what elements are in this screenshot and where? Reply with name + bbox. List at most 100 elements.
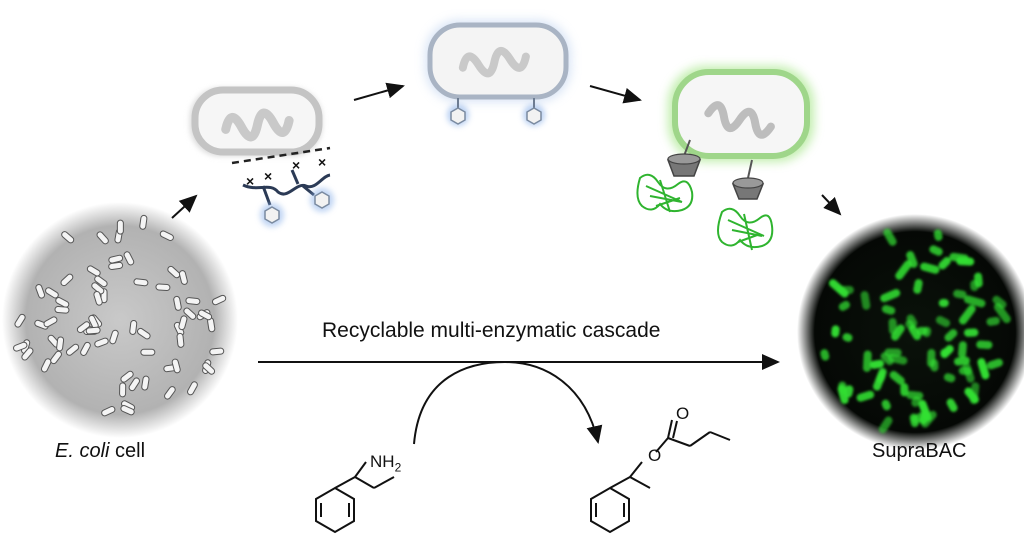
ecoli-rod (14, 313, 26, 328)
bacterium-with-polymer: × × × × (190, 86, 334, 227)
fluorescent-rod (881, 399, 891, 411)
ecoli-rods (13, 214, 227, 417)
ecoli-rod (13, 341, 28, 352)
ecoli-rod (137, 327, 151, 340)
fluorescent-rod (976, 340, 993, 349)
fluorescent-rod (891, 324, 905, 341)
ecoli-species-name: E. coli (55, 440, 110, 462)
fluorescent-rod (862, 350, 872, 372)
ecoli-rod (108, 254, 124, 264)
amine-substrate (315, 461, 395, 534)
svg-text:×: × (292, 157, 300, 173)
arrow-4 (821, 194, 842, 216)
ecoli-rod (101, 405, 116, 417)
ecoli-rod (178, 270, 188, 285)
ecoli-rod (80, 341, 91, 356)
fluorescent-rod (860, 291, 871, 310)
ecoli-rod (209, 347, 225, 356)
ecoli-rod (91, 282, 105, 295)
ecoli-rod (178, 315, 188, 331)
ecoli-rod (94, 337, 109, 348)
ecoli-rod (119, 382, 127, 398)
ecoli-rod (141, 375, 150, 391)
ecoli-rod (116, 219, 124, 235)
fluorescent-rod (869, 359, 885, 369)
ecoli-rod (108, 261, 124, 271)
ecoli-rod (211, 294, 227, 306)
fluorescent-rod (883, 228, 897, 246)
ecoli-rod (60, 273, 74, 287)
ester-oxygen-label: O (648, 446, 662, 465)
fluorescent-rod (958, 341, 967, 359)
fluorescent-rod (881, 305, 896, 315)
amine-subscript: 2 (394, 460, 402, 475)
amine-nh: NH (370, 452, 395, 471)
ecoli-rod (65, 343, 80, 356)
fluorescent-rod (831, 325, 840, 338)
ester-product (590, 419, 731, 534)
fluorescent-rod (916, 326, 928, 336)
cascade-label: Recyclable multi-enzymatic cascade (322, 319, 661, 342)
fluorescent-rod (933, 229, 943, 241)
arrow-2 (353, 82, 405, 101)
suprabac-label: SupraBAC (872, 440, 967, 462)
ecoli-rod (120, 370, 134, 383)
ecoli-rod (96, 231, 109, 245)
ecoli-rod (50, 350, 62, 365)
fluorescent-rod (873, 367, 887, 391)
fluorescent-rod (878, 416, 893, 434)
ecoli-rod (133, 278, 149, 287)
ecoli-rod (109, 329, 119, 345)
gfp-enzyme (717, 207, 774, 251)
fluorescent-rod (842, 333, 853, 342)
ecoli-rod (76, 321, 91, 334)
fluorescent-rod (880, 352, 894, 366)
ecoli-rod (43, 316, 58, 328)
fluorescent-rod (888, 354, 908, 365)
fluorescent-rod (977, 358, 990, 380)
ecoli-rod (56, 336, 65, 352)
ecoli-rod (167, 265, 181, 279)
ecoli-rod (35, 284, 46, 299)
fluorescent-rod (943, 373, 956, 383)
amine-group-label: NH2 (370, 452, 401, 474)
bacterium-with-enzymes (636, 66, 814, 251)
fluorescent-rod (906, 251, 918, 268)
fluorescent-rod (992, 295, 1007, 309)
fluorescent-rod (927, 349, 936, 368)
fluorescent-rod (959, 304, 976, 325)
fluorescent-rod (940, 347, 951, 357)
fluorescent-rod (953, 289, 967, 299)
fluorescent-rod (889, 371, 905, 385)
ecoli-rod (45, 287, 59, 299)
svg-text:×: × (318, 154, 326, 170)
fluorescent-rod (935, 316, 951, 328)
fluorescent-rod (921, 410, 937, 428)
fluorescent-rod (946, 398, 958, 412)
ecoli-rod (54, 306, 70, 314)
fluorescent-rod (964, 387, 979, 404)
ecoli-rod (61, 231, 75, 244)
ecoli-rod (128, 377, 140, 392)
ecoli-rod (183, 307, 197, 320)
ecoli-rod (86, 265, 101, 277)
fluorescent-rod (929, 245, 943, 256)
ecoli-rod (40, 358, 52, 373)
fluorescent-rod (974, 272, 983, 288)
fluorescent-rod (962, 362, 975, 383)
fluorescent-rod (938, 298, 949, 307)
svg-text:×: × (246, 173, 254, 189)
fluorescent-rod (900, 383, 909, 397)
ecoli-rod (185, 297, 201, 305)
reaction-curved-arrow (413, 360, 603, 445)
ecoli-rod (173, 295, 182, 311)
ecoli-rod (85, 326, 101, 335)
fluorescent-rod (884, 348, 902, 357)
fluorescent-rod (895, 260, 912, 280)
ecoli-rod (187, 381, 198, 396)
fluorescent-rod (920, 262, 940, 274)
ecoli-rod (155, 283, 171, 292)
fluorescent-rod (986, 316, 1000, 326)
cationic-polymer: × × × × (242, 154, 334, 227)
